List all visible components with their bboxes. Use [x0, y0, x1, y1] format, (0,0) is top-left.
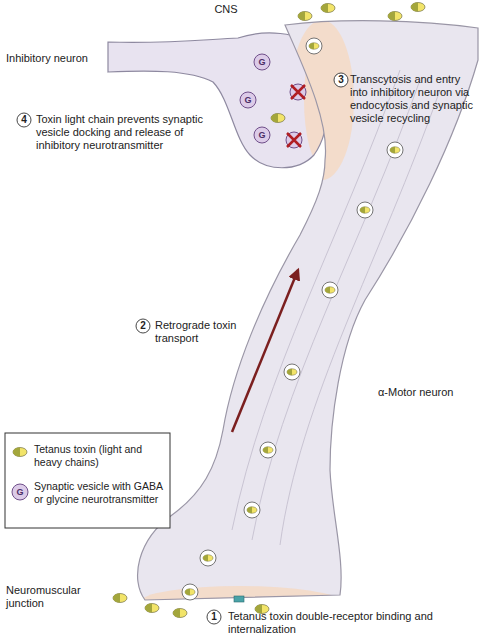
microtubule [252, 80, 420, 540]
blocked-vesicle [286, 132, 302, 148]
vesicle-letter: G [238, 93, 258, 107]
callout-number: 3 [331, 73, 351, 87]
toxin-vesicle [322, 282, 338, 298]
toxin [145, 604, 159, 613]
vesicle-letter: G [252, 128, 272, 142]
step-description: Toxin light chain prevents synaptic vesi… [36, 113, 216, 152]
toxin [298, 12, 312, 21]
step-description: Retrograde toxin transport [155, 319, 250, 345]
microtubule [232, 70, 400, 530]
block-cross [291, 85, 305, 99]
microtubule [280, 90, 440, 545]
toxin-light-chain [271, 114, 285, 123]
toxin-sample [13, 448, 27, 457]
region-label: Neuromuscular junction [6, 584, 91, 610]
legend-box [5, 433, 170, 528]
toxin-vesicle [387, 142, 403, 158]
toxin [388, 12, 402, 21]
callout-number: 4 [14, 113, 34, 127]
toxin-vesicle [200, 550, 216, 566]
toxin-vesicle [284, 364, 300, 380]
blocked-vesicle [290, 84, 306, 100]
callout-number: 1 [204, 610, 224, 624]
neuron-label: Inhibitory neuron [6, 52, 106, 65]
toxin [173, 609, 187, 618]
cell-body [138, 21, 478, 600]
membrane-zone [290, 20, 354, 180]
cell-membrane [138, 21, 478, 600]
toxin [411, 3, 425, 12]
vesicle-letter: G [10, 485, 30, 499]
receptor [234, 596, 244, 602]
callout-number: 2 [133, 319, 153, 333]
neuron-label: α-Motor neuron [378, 386, 476, 399]
toxin-vesicle [182, 584, 198, 600]
toxin-vesicle [357, 202, 373, 218]
toxin-vesicle [244, 502, 260, 518]
step-description: Transcytosis and entry into inhibitory n… [350, 73, 478, 125]
legend-text: Synaptic vesicle with GABA or glycine ne… [34, 480, 164, 505]
toxin [321, 4, 335, 13]
toxin [113, 594, 127, 603]
vesicle-letter: G [252, 55, 272, 69]
region-label: CNS [196, 3, 256, 16]
block-cross [287, 133, 301, 147]
step-description: Tetanus toxin double-receptor binding an… [228, 610, 448, 636]
toxin-vesicle [306, 38, 322, 54]
toxin-vesicle [260, 442, 276, 458]
legend-text: Tetanus toxin (light and heavy chains) [34, 443, 164, 468]
transport-arrow [232, 270, 298, 432]
